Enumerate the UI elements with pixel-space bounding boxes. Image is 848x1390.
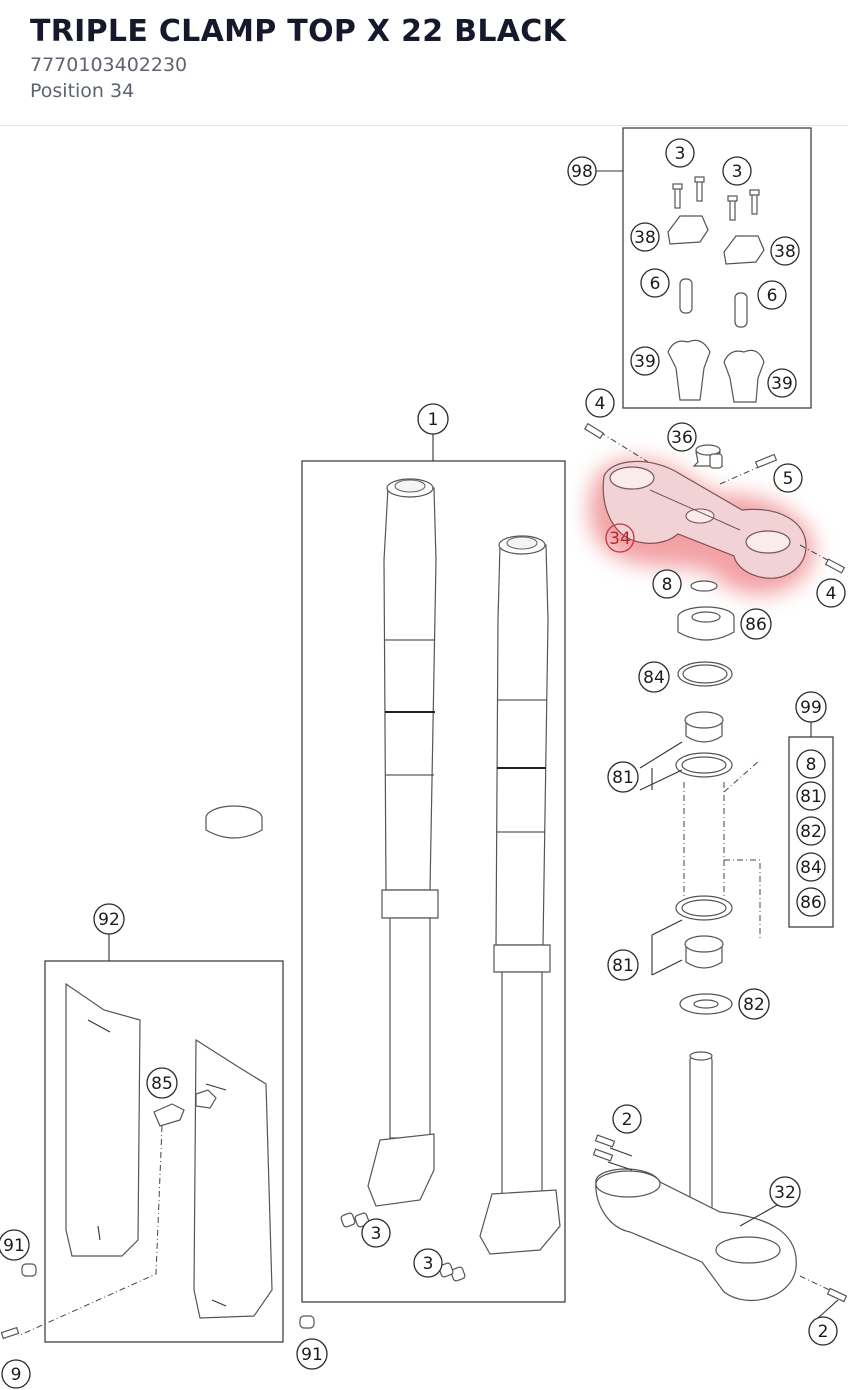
svg-text:38: 38 (774, 242, 796, 262)
callout-81[interactable]: 81 (796, 781, 826, 811)
callout-84[interactable]: 84 (638, 661, 670, 693)
svg-text:38: 38 (634, 228, 656, 248)
callout-2[interactable]: 2 (612, 1104, 642, 1134)
callout-3[interactable]: 3 (665, 138, 695, 168)
svg-text:99: 99 (800, 698, 822, 718)
callout-98[interactable]: 98 (567, 156, 597, 186)
svg-text:3: 3 (371, 1224, 382, 1244)
callout-38[interactable]: 38 (630, 222, 660, 252)
svg-text:2: 2 (818, 1322, 829, 1342)
callout-99[interactable]: 99 (795, 691, 827, 723)
callout-34-highlighted[interactable]: 34 (605, 523, 635, 553)
callout-3[interactable]: 3 (413, 1248, 443, 1278)
svg-text:32: 32 (774, 1183, 796, 1203)
callout-84[interactable]: 84 (796, 852, 826, 882)
callout-9[interactable]: 9 (1, 1359, 31, 1389)
callout-39[interactable]: 39 (767, 368, 797, 398)
svg-text:8: 8 (806, 755, 817, 775)
svg-text:6: 6 (767, 286, 778, 306)
kit-98-parts (667, 176, 765, 403)
svg-text:6: 6 (650, 274, 661, 294)
svg-text:98: 98 (571, 162, 593, 182)
part-number: 7770103402230 (30, 54, 188, 76)
loose-ring (205, 805, 263, 839)
callout-4[interactable]: 4 (585, 388, 615, 418)
callout-1[interactable]: 1 (417, 403, 449, 435)
svg-text:39: 39 (771, 374, 793, 394)
part-position: Position 34 (30, 80, 135, 102)
callout-36[interactable]: 36 (667, 422, 697, 452)
svg-text:82: 82 (743, 995, 765, 1015)
callout-6[interactable]: 6 (757, 280, 787, 310)
callout-38[interactable]: 38 (770, 236, 800, 266)
kit-98-box (622, 127, 812, 409)
callout-39[interactable]: 39 (630, 346, 660, 376)
callout-82[interactable]: 82 (738, 988, 770, 1020)
svg-text:4: 4 (595, 394, 606, 414)
callout-3[interactable]: 3 (361, 1218, 391, 1248)
svg-text:4: 4 (826, 584, 837, 604)
svg-text:3: 3 (423, 1254, 434, 1274)
svg-text:86: 86 (745, 615, 767, 635)
callout-6[interactable]: 6 (640, 268, 670, 298)
svg-text:36: 36 (671, 428, 693, 448)
svg-text:84: 84 (643, 668, 665, 688)
svg-text:9: 9 (11, 1365, 22, 1385)
callout-92[interactable]: 92 (93, 903, 125, 935)
fork-protector-92-box (44, 960, 284, 1343)
callout-82[interactable]: 82 (796, 816, 826, 846)
svg-text:8: 8 (662, 575, 673, 595)
callout-91[interactable]: 91 (296, 1338, 328, 1370)
svg-text:92: 92 (98, 910, 120, 930)
svg-text:85: 85 (151, 1074, 173, 1094)
clamp-hardware (583, 422, 846, 574)
svg-text:2: 2 (622, 1110, 633, 1130)
svg-text:82: 82 (800, 822, 822, 842)
lower-triple-clamp (592, 1051, 848, 1303)
callout-4[interactable]: 4 (816, 578, 846, 608)
callout-5[interactable]: 5 (773, 463, 803, 493)
svg-text:39: 39 (634, 352, 656, 372)
callout-86[interactable]: 86 (740, 608, 772, 640)
svg-text:5: 5 (783, 469, 794, 489)
callout-8[interactable]: 8 (796, 749, 826, 779)
callout-8[interactable]: 8 (652, 569, 682, 599)
fork-protectors (0, 982, 315, 1340)
svg-text:81: 81 (800, 787, 822, 807)
fork-legs (340, 478, 561, 1282)
callout-85[interactable]: 85 (146, 1067, 178, 1099)
callout-labels: 98 3 3 38 38 6 6 39 39 4 36 5 1 34 4 8 8… (0, 138, 846, 1389)
svg-text:81: 81 (612, 956, 634, 976)
callout-81[interactable]: 81 (607, 761, 639, 793)
svg-text:1: 1 (428, 410, 439, 430)
callout-91[interactable]: 91 (0, 1229, 30, 1261)
callout-86[interactable]: 86 (796, 887, 826, 917)
svg-text:84: 84 (800, 858, 822, 878)
svg-text:81: 81 (612, 768, 634, 788)
callout-81[interactable]: 81 (607, 949, 639, 981)
callout-3[interactable]: 3 (722, 156, 752, 186)
part-title: TRIPLE CLAMP TOP X 22 BLACK (30, 14, 567, 49)
svg-text:91: 91 (3, 1236, 25, 1256)
callout-2[interactable]: 2 (808, 1316, 838, 1346)
svg-text:34: 34 (609, 529, 631, 549)
svg-text:91: 91 (301, 1345, 323, 1365)
callout-32[interactable]: 32 (769, 1176, 801, 1208)
svg-text:3: 3 (675, 144, 686, 164)
bearing-stack (639, 580, 761, 1015)
svg-text:86: 86 (800, 893, 822, 913)
part-header: TRIPLE CLAMP TOP X 22 BLACK 777010340223… (0, 0, 848, 126)
svg-text:3: 3 (732, 162, 743, 182)
upper-triple-clamp (589, 460, 815, 595)
